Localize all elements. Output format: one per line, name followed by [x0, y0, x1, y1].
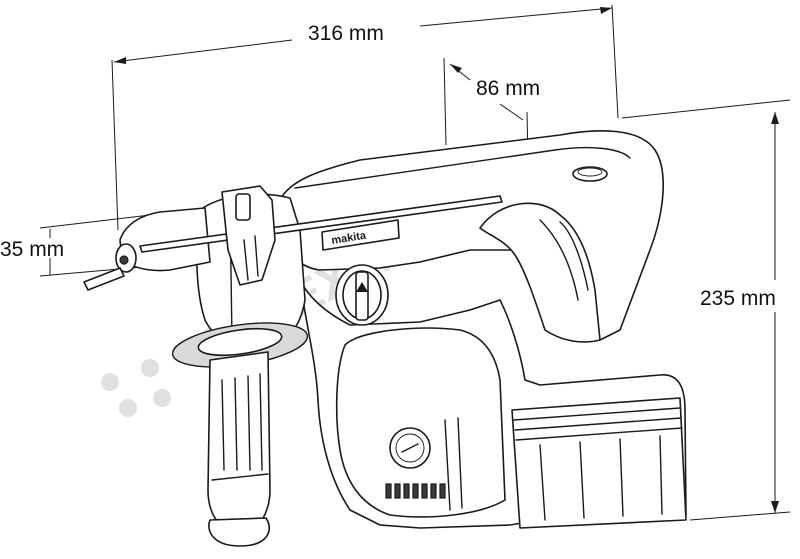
- dim-235-bottom-extension: [689, 511, 791, 521]
- mode-selector-arrow-icon: [356, 282, 368, 292]
- vent-slot: [403, 483, 410, 499]
- housing-ridge: [294, 146, 631, 189]
- dim-316-line-right: [419, 7, 613, 27]
- drill-illustration: makita: [83, 130, 687, 547]
- lock-button-slot: [401, 443, 419, 453]
- dim-316-line-left: [113, 39, 293, 63]
- side-handle-groove: [221, 379, 225, 471]
- brand-label: makita: [331, 230, 368, 247]
- vent-slots: [385, 483, 446, 499]
- battery-slot: [659, 435, 663, 515]
- trigger-contour: [539, 219, 579, 301]
- dim-235-arrow-top: [771, 112, 779, 124]
- side-handle-end: [208, 517, 271, 547]
- trigger-handle: [479, 202, 601, 343]
- battery-rib: [515, 427, 683, 441]
- dim-316-right-extension: [611, 4, 619, 119]
- lock-button-inner: [395, 433, 425, 463]
- dim-316-label: 316 mm: [308, 22, 384, 45]
- vent-slot: [439, 483, 446, 499]
- side-handle-groove: [247, 375, 251, 471]
- clamp-knob: [235, 193, 251, 221]
- dim-316-arrow-left: [114, 57, 126, 64]
- side-handle-ring-inner: [197, 327, 283, 357]
- side-handle-groove: [234, 377, 238, 471]
- battery-slot: [539, 444, 546, 521]
- dim-316-arrow-right: [600, 7, 612, 14]
- battery-slot: [579, 441, 585, 519]
- side-handle-groove: [259, 373, 263, 471]
- chuck-bore: [119, 255, 129, 265]
- dim-235-arrow-bottom: [771, 501, 779, 513]
- dim-86-arrow-left: [450, 64, 462, 73]
- battery-slot: [619, 438, 624, 517]
- top-cap: [572, 166, 608, 182]
- vent-slot: [430, 483, 437, 499]
- top-cap-inner: [577, 167, 603, 177]
- clamp-detail: [243, 239, 249, 281]
- watermark-dot: [153, 389, 171, 407]
- battery-rib: [513, 407, 681, 421]
- vent-slot: [421, 483, 428, 499]
- dim-86-left-extension: [443, 57, 447, 146]
- battery-rib: [514, 417, 682, 431]
- body-seam: [444, 419, 451, 511]
- dim-235-top-extension: [621, 99, 791, 119]
- dim-235-label: 235 mm: [700, 287, 776, 310]
- watermark-dot: [119, 399, 137, 417]
- mode-selector-lever: [355, 271, 369, 321]
- body-seam: [457, 417, 463, 509]
- motor-bottom: [335, 327, 506, 518]
- dim-35-label: 35 mm: [0, 238, 64, 261]
- watermark-dot: [141, 359, 159, 377]
- vent-slot: [385, 483, 392, 499]
- clamp-detail: [254, 235, 259, 277]
- brand-plate: [321, 219, 400, 251]
- dim-86-leader-right: [499, 103, 524, 121]
- watermark-dot: [101, 373, 119, 391]
- dim-316-left-extension: [111, 59, 119, 231]
- battery-pack: [511, 397, 687, 529]
- drill-bit: [83, 267, 125, 291]
- vent-slot: [394, 483, 401, 499]
- trigger-contour-2: [559, 221, 589, 291]
- side-handle-band: [211, 473, 269, 481]
- dim-86-label: 86 mm: [476, 77, 540, 100]
- vent-slot: [412, 483, 419, 499]
